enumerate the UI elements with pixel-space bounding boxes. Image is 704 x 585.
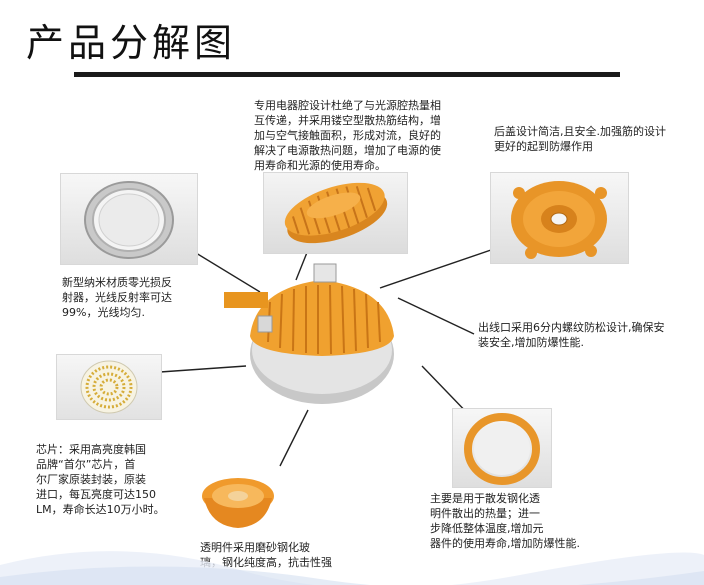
heatsink-photo [263,172,408,254]
callout-led-chip: 芯片：采用高亮度韩国 品牌“首尔”芯片，首 尔厂家原装封装，原装 进口，每瓦亮度… [36,443,165,516]
reflector-ring-image [84,181,174,259]
callout-back-cover: 后盖设计简洁,且安全.加强筋的设计 更好的起到防爆作用 [494,125,666,153]
lamp-assembly-image [224,263,394,404]
leader-cable-entry [397,297,475,335]
leader-reflector [195,252,261,293]
page-title: 产品分解图 [26,21,237,65]
heat-ring-photo [452,408,552,488]
callout-cable-entry: 出线口采用6分内螺纹防松设计,确保安 装安全,增加防爆性能. [478,321,665,349]
callout-reflector: 新型纳米材质零光损反 射器，光线反射率可达 99%，光线均匀. [62,276,172,319]
leader-glass [279,409,309,467]
callout-heat-ring: 主要是用于散发钢化透 明件散出的热量；进一 步降低整体温度,增加元 器件的使用寿… [430,492,580,550]
glass-cup-image [202,478,274,528]
back-cover-image [511,181,607,259]
heatsink-image [284,182,388,244]
reflector-photo [60,173,198,265]
back-cover-photo [490,172,629,264]
callout-tempered-glass: 透明件采用磨砂钢化玻 璃，钢化纯度高，抗击性强 [200,541,332,569]
decorative-wave [0,551,704,585]
leader-chip [159,365,247,373]
heat-ring-image [464,413,540,485]
lamp-main-photo [210,258,420,408]
callout-power-chamber: 专用电器腔设计杜绝了与光源腔热量相 互传递，并采用镂空型散热筋结构，增 加与空气… [254,99,441,172]
led-board-photo [56,354,162,420]
led-board-image [80,360,138,414]
glass-cup-photo [196,470,280,534]
title-underline [74,72,620,77]
